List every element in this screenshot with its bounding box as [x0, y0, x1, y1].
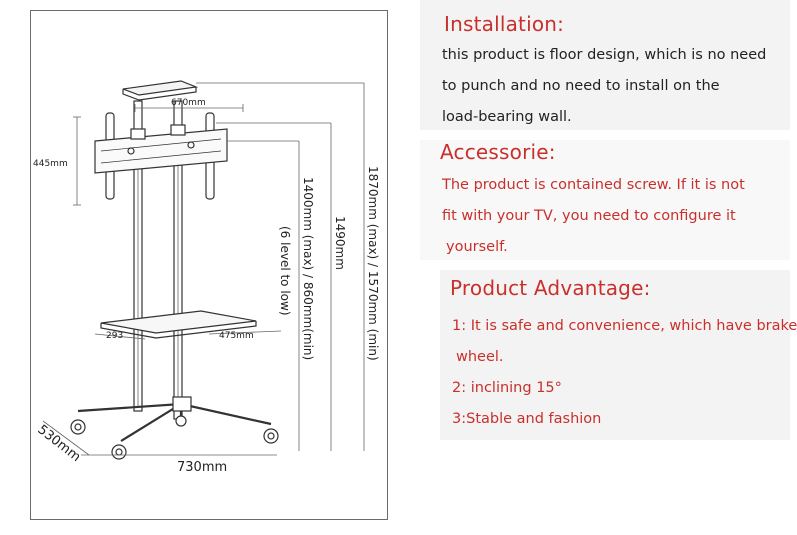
dim-base-width: 730mm [177, 460, 227, 475]
dim-levels: (6 level to low) [278, 226, 292, 316]
advantage-line-2: wheel. [456, 349, 504, 365]
advantage-line-3: 2: inclining 15° [452, 380, 562, 396]
installation-line-3: load-bearing wall. [442, 109, 572, 125]
installation-line-1: this product is floor design, which is n… [442, 47, 767, 63]
installation-line-2: to punch and no need to install on the [442, 78, 720, 94]
dim-mount-height: 445mm [33, 159, 68, 169]
dim-top-width: 670mm [171, 98, 206, 108]
accessorie-line-3: yourself. [446, 239, 508, 255]
accessorie-line-1: The product is contained screw. If it is… [442, 177, 745, 193]
dim-shelf-width: 475mm [219, 331, 254, 341]
dim-pole-height: 1490mm [333, 216, 347, 270]
advantage-line-4: 3:Stable and fashion [452, 411, 602, 427]
dim-shelf-depth: 293 [106, 331, 123, 341]
description-panel: Installation: this product is floor desi… [420, 0, 797, 535]
tv-stand-diagram: 670mm 445mm 293 475mm 730mm 530mm 1870mm… [33, 80, 380, 475]
installation-heading: Installation: [444, 12, 565, 36]
advantage-heading: Product Advantage: [450, 276, 651, 300]
dim-adjust-range: 1400mm (max) / 860mm(min) [301, 177, 315, 360]
accessorie-heading: Accessorie: [440, 140, 556, 164]
dim-overall-height: 1870mm (max) / 1570mm (min) [366, 166, 380, 361]
advantage-line-1: 1: It is safe and convenience, which hav… [452, 318, 797, 334]
stand-diagram-frame: 670mm 445mm 293 475mm 730mm 530mm 1870mm… [30, 10, 388, 520]
accessorie-line-2: fit with your TV, you need to configure … [442, 208, 736, 224]
